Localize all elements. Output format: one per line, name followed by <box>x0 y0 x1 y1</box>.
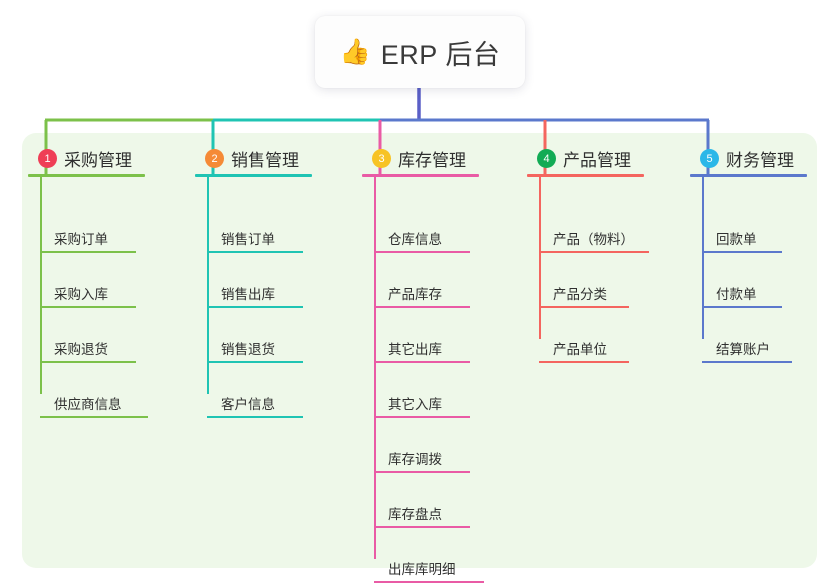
leaf-item-rule <box>40 361 136 363</box>
column-spine <box>374 176 376 559</box>
leaf-item-rule <box>374 471 470 473</box>
leaf-item-label: 产品库存 <box>388 287 442 302</box>
leaf-item-rule <box>374 581 484 583</box>
column-header-1[interactable]: 1 采购管理 <box>38 146 132 171</box>
leaf-item-rule <box>207 306 303 308</box>
badge-number-icon: 5 <box>700 149 719 168</box>
leaf-item[interactable]: 采购退货 <box>40 339 136 363</box>
leaf-item-rule <box>207 361 303 363</box>
column-header-3[interactable]: 3 库存管理 <box>372 146 466 171</box>
leaf-item[interactable]: 产品分类 <box>539 284 629 308</box>
leaf-item-rule <box>702 306 782 308</box>
leaf-item-label: 仓库信息 <box>388 232 442 247</box>
leaf-item[interactable]: 付款单 <box>702 284 782 308</box>
leaf-item[interactable]: 库存调拨 <box>374 449 470 473</box>
leaf-item[interactable]: 库存盘点 <box>374 504 470 528</box>
column-spine <box>207 176 209 394</box>
column-title: 财务管理 <box>726 151 794 170</box>
leaf-item[interactable]: 其它出库 <box>374 339 470 363</box>
column-header-rule <box>362 174 479 177</box>
leaf-item[interactable]: 出库库明细 <box>374 559 484 583</box>
column-header-rule <box>690 174 807 177</box>
column-title: 产品管理 <box>563 151 631 170</box>
leaf-item-label: 客户信息 <box>221 397 275 412</box>
leaf-item-label: 产品分类 <box>553 287 607 302</box>
leaf-item-label: 产品（物料） <box>553 232 634 247</box>
column-spine <box>539 176 541 339</box>
column-header-4[interactable]: 4 产品管理 <box>537 146 631 171</box>
leaf-item-rule <box>374 251 470 253</box>
column-spine <box>40 176 42 394</box>
column-header-rule <box>195 174 312 177</box>
leaf-item-label: 采购退货 <box>54 342 108 357</box>
leaf-item-label: 出库库明细 <box>388 562 456 577</box>
leaf-item[interactable]: 供应商信息 <box>40 394 148 418</box>
leaf-item-rule <box>702 361 792 363</box>
leaf-item-label: 结算账户 <box>716 342 770 357</box>
badge-number-icon: 2 <box>205 149 224 168</box>
root-node[interactable]: 👍 ERP 后台 <box>315 16 525 88</box>
column-header-rule <box>527 174 644 177</box>
diagram-panel <box>22 133 817 568</box>
leaf-item-label: 付款单 <box>716 287 757 302</box>
leaf-item-rule <box>40 306 136 308</box>
leaf-item[interactable]: 客户信息 <box>207 394 303 418</box>
leaf-item-rule <box>374 306 470 308</box>
leaf-item-label: 库存盘点 <box>388 507 442 522</box>
column-title: 采购管理 <box>64 151 132 170</box>
leaf-item-rule <box>374 361 470 363</box>
leaf-item[interactable]: 结算账户 <box>702 339 792 363</box>
leaf-item-rule <box>539 306 629 308</box>
column-header-rule <box>28 174 145 177</box>
leaf-item[interactable]: 产品单位 <box>539 339 629 363</box>
leaf-item-rule <box>539 361 629 363</box>
leaf-item-rule <box>207 251 303 253</box>
leaf-item-label: 其它入库 <box>388 397 442 412</box>
leaf-item-rule <box>539 251 649 253</box>
leaf-item-label: 供应商信息 <box>54 397 122 412</box>
badge-number-icon: 1 <box>38 149 57 168</box>
leaf-item-label: 销售出库 <box>221 287 275 302</box>
leaf-item-rule <box>40 251 136 253</box>
leaf-item[interactable]: 产品（物料） <box>539 229 649 253</box>
leaf-item-label: 销售退货 <box>221 342 275 357</box>
leaf-item[interactable]: 产品库存 <box>374 284 470 308</box>
column-header-5[interactable]: 5 财务管理 <box>700 146 794 171</box>
badge-number-icon: 3 <box>372 149 391 168</box>
leaf-item-rule <box>40 416 148 418</box>
column-title: 销售管理 <box>231 151 299 170</box>
thumbs-up-icon: 👍 <box>339 37 371 66</box>
leaf-item-label: 采购入库 <box>54 287 108 302</box>
badge-number-icon: 4 <box>537 149 556 168</box>
leaf-item[interactable]: 销售退货 <box>207 339 303 363</box>
leaf-item-rule <box>374 416 470 418</box>
leaf-item-rule <box>702 251 782 253</box>
leaf-item[interactable]: 采购订单 <box>40 229 136 253</box>
leaf-item[interactable]: 采购入库 <box>40 284 136 308</box>
column-header-2[interactable]: 2 销售管理 <box>205 146 299 171</box>
leaf-item[interactable]: 仓库信息 <box>374 229 470 253</box>
leaf-item-label: 回款单 <box>716 232 757 247</box>
leaf-item-label: 其它出库 <box>388 342 442 357</box>
leaf-item-rule <box>207 416 303 418</box>
leaf-item-label: 销售订单 <box>221 232 275 247</box>
root-title: ERP 后台 <box>380 39 501 70</box>
leaf-item[interactable]: 销售订单 <box>207 229 303 253</box>
leaf-item[interactable]: 其它入库 <box>374 394 470 418</box>
leaf-item-label: 库存调拨 <box>388 452 442 467</box>
leaf-item[interactable]: 销售出库 <box>207 284 303 308</box>
column-title: 库存管理 <box>398 151 466 170</box>
column-spine <box>702 176 704 339</box>
leaf-item-label: 采购订单 <box>54 232 108 247</box>
leaf-item[interactable]: 回款单 <box>702 229 782 253</box>
leaf-item-label: 产品单位 <box>553 342 607 357</box>
leaf-item-rule <box>374 526 470 528</box>
